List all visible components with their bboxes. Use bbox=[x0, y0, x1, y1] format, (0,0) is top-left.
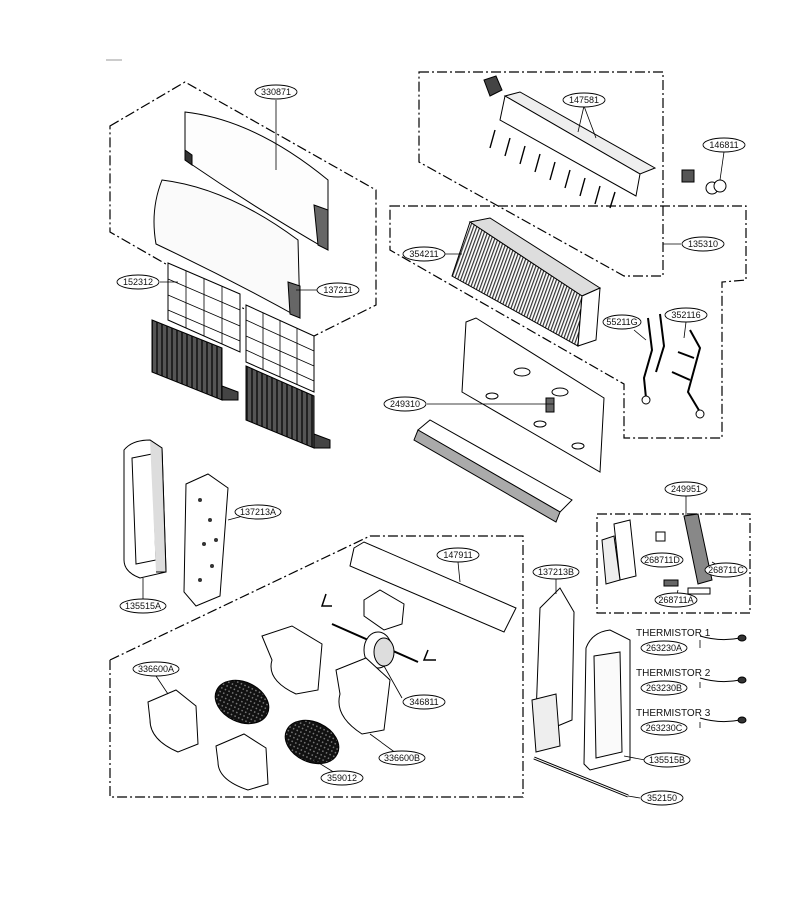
fan-base-plate bbox=[349, 541, 517, 633]
part-number-label: 268711A bbox=[658, 595, 693, 605]
part-number-label: 137211 bbox=[323, 285, 352, 295]
part-callout-352116[interactable]: 352116 bbox=[664, 307, 708, 323]
part-callout-135515B[interactable]: 135515B bbox=[643, 752, 691, 768]
part-callout-249310[interactable]: 249310 bbox=[383, 396, 427, 412]
part-callout-359012[interactable]: 359012 bbox=[320, 770, 364, 786]
part-number-label: 135310 bbox=[688, 239, 718, 249]
part-number-label: 55211G bbox=[606, 317, 637, 327]
part-callout-352150[interactable]: 352150 bbox=[640, 790, 684, 806]
part-callout-268711D[interactable]: 268711D bbox=[640, 552, 684, 568]
part-callout-336600A[interactable]: 336600A bbox=[132, 661, 180, 677]
part-callout-135515A[interactable]: 135515A bbox=[119, 598, 167, 614]
side-cover-right bbox=[583, 629, 631, 771]
front-grille-panel bbox=[153, 179, 301, 319]
intake-grille-left bbox=[151, 319, 239, 401]
group-outline-evaporator bbox=[389, 205, 747, 439]
air-filter-left bbox=[167, 262, 241, 353]
thermistor-sensors bbox=[699, 634, 747, 724]
thermistor-2-heading: THERMISTOR 2 bbox=[636, 668, 711, 679]
group-outline-vane bbox=[418, 71, 664, 277]
part-callout-137213B[interactable]: 137213B bbox=[532, 564, 580, 580]
part-number-label: 268711D bbox=[644, 555, 680, 565]
part-number-label: 359012 bbox=[327, 773, 357, 783]
part-callout-147911[interactable]: 147911 bbox=[436, 547, 480, 563]
thermistor-1-heading: THERMISTOR 1 bbox=[636, 628, 711, 639]
part-number-label: 249310 bbox=[390, 399, 420, 409]
power-cord bbox=[533, 756, 629, 798]
part-callout-137211[interactable]: 137211 bbox=[316, 282, 360, 298]
part-callout-263230A[interactable]: 263230A bbox=[640, 640, 688, 656]
part-callout-249951[interactable]: 249951 bbox=[664, 481, 708, 497]
part-callout-263230C[interactable]: 263230C bbox=[640, 720, 688, 736]
part-number-label: 346811 bbox=[409, 697, 438, 707]
group-outline-fan bbox=[109, 535, 524, 798]
part-callout-152312[interactable]: 152312 bbox=[116, 274, 160, 290]
fan-housing-upper bbox=[261, 625, 391, 735]
part-number-label: 135515A bbox=[125, 601, 161, 611]
part-number-label: 152312 bbox=[123, 277, 153, 287]
fan-housing-lower bbox=[147, 689, 269, 791]
evaporator-coil bbox=[451, 217, 602, 347]
part-number-label: 147581 bbox=[569, 95, 599, 105]
part-number-label: 263230B bbox=[646, 683, 682, 693]
front-cover-panel bbox=[184, 111, 329, 251]
part-callout-137213A[interactable]: 137213A bbox=[234, 504, 282, 520]
group-outline-control bbox=[596, 513, 751, 614]
part-number-label: 137213A bbox=[240, 507, 276, 517]
side-bracket-left bbox=[183, 473, 229, 607]
part-callout-147581[interactable]: 147581 bbox=[562, 92, 606, 108]
part-number-label: 354211 bbox=[409, 249, 438, 259]
fan-motor bbox=[331, 623, 419, 669]
drain-pipe-assembly bbox=[641, 313, 705, 419]
part-number-label: 352150 bbox=[647, 793, 677, 803]
part-number-label: 336600A bbox=[138, 664, 174, 674]
part-number-label: 336600B bbox=[384, 753, 420, 763]
group-outline-front-panel bbox=[109, 81, 377, 343]
side-bracket-right bbox=[531, 587, 575, 753]
part-number-label: 137213B bbox=[538, 567, 574, 577]
part-callout-330871[interactable]: 330871 bbox=[254, 84, 298, 100]
part-callout-146811[interactable]: 146811 bbox=[702, 137, 746, 153]
chassis-back-plate bbox=[461, 317, 605, 473]
motor-bracket bbox=[320, 589, 436, 661]
part-number-label: 135515B bbox=[649, 755, 685, 765]
part-callout-354211[interactable]: 354211 bbox=[402, 246, 446, 262]
part-callout-346811[interactable]: 346811 bbox=[402, 694, 446, 710]
intake-grille-right bbox=[245, 365, 331, 449]
control-box bbox=[601, 513, 713, 595]
part-callout-55211G[interactable]: 55211G bbox=[602, 314, 642, 330]
cross-flow-fan bbox=[214, 679, 340, 765]
part-callout-268711A[interactable]: 268711A bbox=[654, 592, 698, 608]
part-callout-336600B[interactable]: 336600B bbox=[378, 750, 426, 766]
thermistor-3-heading: THERMISTOR 3 bbox=[636, 708, 711, 719]
part-number-label: 330871 bbox=[261, 87, 291, 97]
drain-pan bbox=[413, 419, 573, 523]
part-callout-268711C[interactable]: 268711C bbox=[704, 562, 748, 578]
part-number-label: 352116 bbox=[671, 310, 700, 320]
part-callout-263230B[interactable]: 263230B bbox=[640, 680, 688, 696]
side-cover-left bbox=[123, 439, 167, 579]
air-guide-vane bbox=[483, 75, 657, 209]
part-number-label: 268711C bbox=[708, 565, 744, 575]
part-callout-135310[interactable]: 135310 bbox=[681, 236, 725, 252]
part-number-label: 146811 bbox=[709, 140, 738, 150]
part-number-label: 249951 bbox=[671, 484, 701, 494]
part-number-label: 263230C bbox=[646, 723, 683, 733]
step-motor-clip bbox=[681, 169, 727, 195]
part-number-label: 147911 bbox=[443, 550, 472, 560]
air-filter-right bbox=[245, 304, 315, 393]
part-number-label: 263230A bbox=[646, 643, 682, 653]
